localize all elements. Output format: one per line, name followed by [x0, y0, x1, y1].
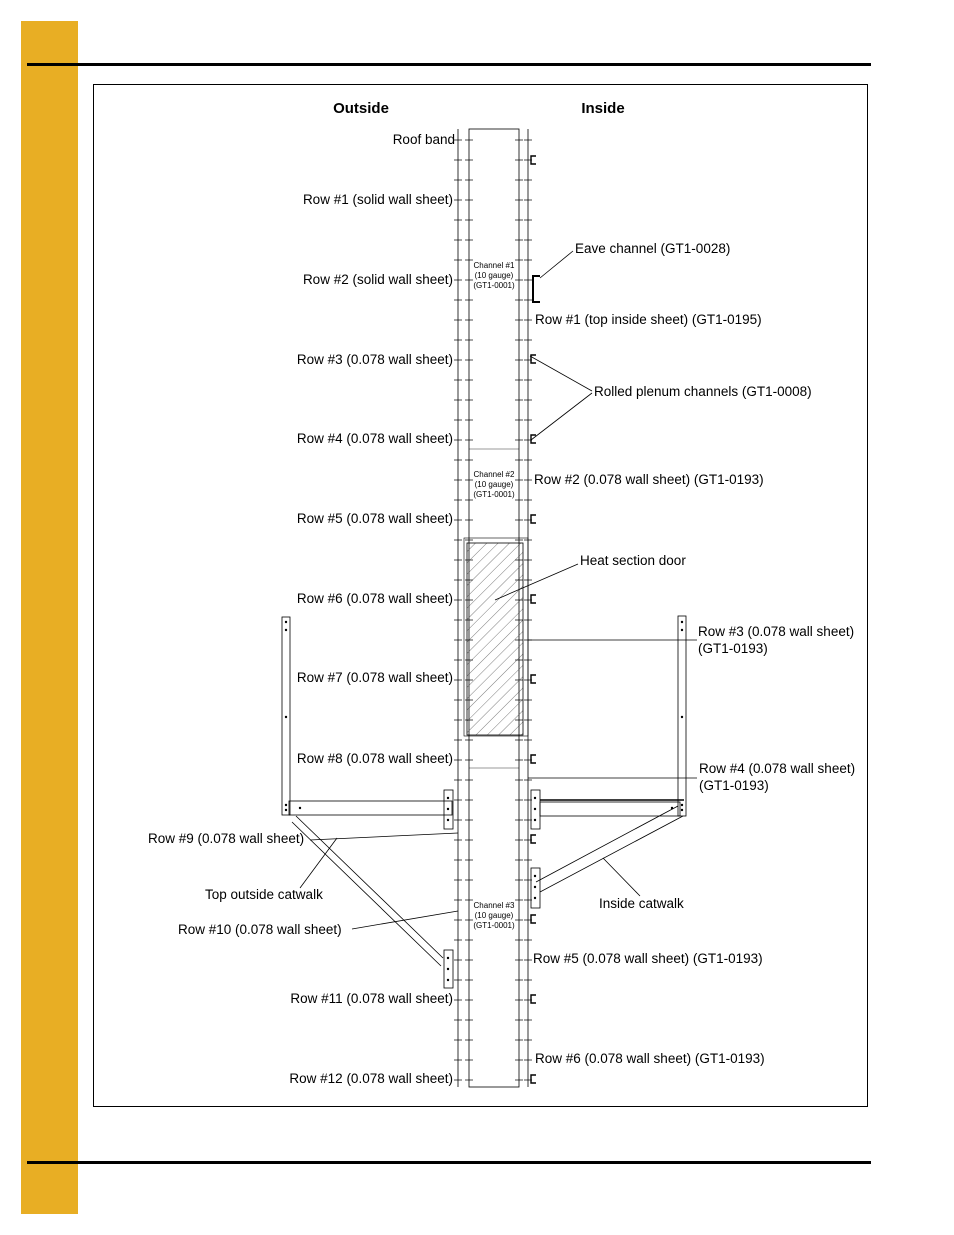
label-heat-section-door: Heat section door: [580, 553, 686, 568]
heat-section-door: [463, 537, 529, 737]
label-inside-row-2: Row #2 (0.078 wall sheet) (GT1-0193): [534, 472, 764, 487]
plenum-channel-clip: [530, 674, 536, 684]
svg-text:(GT1-0001): (GT1-0001): [473, 281, 515, 290]
label-outside-row-5: Row #5 (0.078 wall sheet): [297, 511, 453, 526]
label-inside-catwalk: Inside catwalk: [599, 896, 684, 911]
catwalk-bracket: [443, 789, 454, 830]
catwalk-post: [281, 616, 291, 816]
channel-2-label: Channel #2 (10 gauge) (GT1-0001): [473, 470, 515, 499]
plenum-channel-clip: [530, 914, 536, 924]
plenum-channel-clip: [530, 754, 536, 764]
plenum-channel-clip: [530, 594, 536, 604]
channel-3-label: Channel #3 (10 gauge) (GT1-0001): [473, 901, 515, 930]
label-outside-row-1: Row #1 (solid wall sheet): [303, 192, 453, 207]
label-outside-row-11: Row #11 (0.078 wall sheet): [290, 991, 453, 1006]
label-inside-row-5: Row #5 (0.078 wall sheet) (GT1-0193): [533, 951, 763, 966]
inside-catwalk: [530, 615, 687, 909]
plenum-channel-clip: [530, 155, 536, 165]
label-outside-row-7: Row #7 (0.078 wall sheet): [297, 670, 453, 685]
channel-1-label: Channel #1 (10 gauge) (GT1-0001): [473, 261, 515, 290]
side-tab: [21, 21, 78, 1214]
label-outside-row-4: Row #4 (0.078 wall sheet): [297, 431, 453, 446]
inside-header: Inside: [581, 100, 624, 117]
label-inside-row-1: Row #1 (top inside sheet) (GT1-0195): [535, 312, 762, 327]
svg-text:Channel #1: Channel #1: [474, 261, 515, 270]
label-inside-row-6: Row #6 (0.078 wall sheet) (GT1-0193): [535, 1051, 765, 1066]
top-outside-catwalk: [281, 616, 454, 989]
label-roof-band: Roof band: [393, 132, 455, 147]
svg-text:(10 gauge): (10 gauge): [475, 480, 514, 489]
diagram-frame: [93, 84, 868, 1107]
catwalk-bracket: [530, 789, 541, 830]
plenum-channel-clip: [530, 834, 536, 844]
svg-text:(GT1-0001): (GT1-0001): [473, 921, 515, 930]
label-inside-row-4-part: (GT1-0193): [699, 778, 769, 793]
plenum-channel-clip: [530, 994, 536, 1004]
svg-text:Channel #3: Channel #3: [474, 901, 515, 910]
label-outside-row-9: Row #9 (0.078 wall sheet): [148, 831, 304, 846]
plenum-channel-clip: [530, 434, 536, 444]
label-outside-row-8: Row #8 (0.078 wall sheet): [297, 751, 453, 766]
svg-text:(GT1-0001): (GT1-0001): [473, 490, 515, 499]
label-outside-row-10: Row #10 (0.078 wall sheet): [178, 922, 342, 937]
eave-channel-bracket: [532, 275, 540, 303]
catwalk-bracket: [443, 949, 454, 989]
label-inside-row-3-part: (GT1-0193): [698, 641, 768, 656]
label-outside-row-2: Row #2 (solid wall sheet): [303, 272, 453, 287]
label-outside-row-3: Row #3 (0.078 wall sheet): [297, 352, 453, 367]
plenum-channel-clip: [530, 354, 536, 364]
label-inside-row-3: Row #3 (0.078 wall sheet): [698, 624, 854, 639]
header-rule: [27, 63, 871, 66]
leader-lines: [299, 250, 697, 930]
label-top-outside-catwalk: Top outside catwalk: [205, 887, 323, 902]
label-inside-row-4: Row #4 (0.078 wall sheet): [699, 761, 855, 776]
catwalk-deck: [539, 801, 681, 817]
label-rolled-plenum-channels: Rolled plenum channels (GT1-0008): [594, 384, 812, 399]
label-outside-row-6: Row #6 (0.078 wall sheet): [297, 591, 453, 606]
plenum-channel-clip: [530, 514, 536, 524]
svg-text:Channel #2: Channel #2: [474, 470, 515, 479]
plenum-channel-clips: [530, 155, 536, 1084]
footer-rule: [27, 1161, 871, 1164]
svg-text:(10 gauge): (10 gauge): [475, 271, 514, 280]
outside-header: Outside: [333, 100, 389, 117]
label-outside-row-12: Row #12 (0.078 wall sheet): [289, 1071, 453, 1086]
catwalk-deck: [288, 800, 453, 816]
wall-ticks: [454, 139, 532, 1081]
svg-text:(10 gauge): (10 gauge): [475, 911, 514, 920]
plenum-channel-clip: [530, 1074, 536, 1084]
catwalk-post: [677, 615, 687, 817]
catwalk-bracket: [530, 867, 541, 909]
label-eave-channel: Eave channel (GT1-0028): [575, 241, 730, 256]
